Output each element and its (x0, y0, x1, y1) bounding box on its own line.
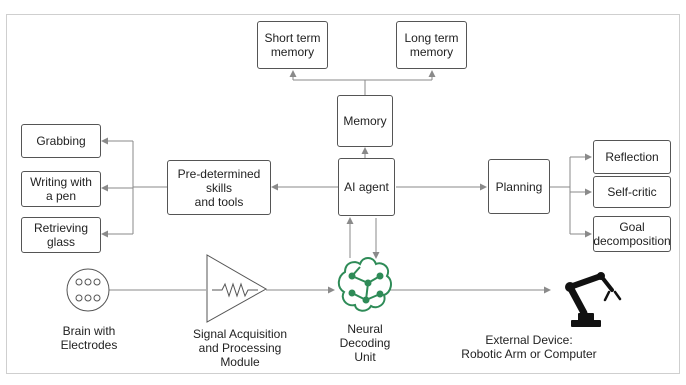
ai-agent-box: AI agent (338, 158, 395, 216)
self-critic-box: Self-critic (593, 176, 671, 208)
writing-with-pen-box: Writing with a pen (21, 171, 101, 207)
skills-tools-box: Pre-determined skills and tools (167, 160, 271, 215)
external-device-label: External Device: Robotic Arm or Computer (461, 333, 597, 361)
neural-decoding-label: Neural Decoding Unit (339, 322, 391, 364)
retrieving-glass-box: Retrieving glass (21, 217, 101, 253)
brain-electrodes-label: Brain with Electrodes (60, 324, 118, 352)
long-term-memory-box: Long term memory (396, 21, 467, 69)
reflection-box: Reflection (593, 140, 671, 174)
robotic-arm-icon (565, 272, 622, 327)
goal-decomposition-box: Goal decomposition (593, 216, 671, 252)
planning-box: Planning (488, 159, 550, 214)
neural-network-icon (337, 257, 392, 312)
signal-amplifier-icon (206, 254, 268, 323)
grabbing-box: Grabbing (21, 124, 101, 158)
signal-acquisition-label: Signal Acquisition and Processing Module (192, 327, 288, 369)
brain-electrodes-icon (66, 268, 110, 312)
memory-box: Memory (337, 95, 393, 147)
short-term-memory-box: Short term memory (257, 21, 328, 69)
diagram-frame (6, 14, 680, 374)
